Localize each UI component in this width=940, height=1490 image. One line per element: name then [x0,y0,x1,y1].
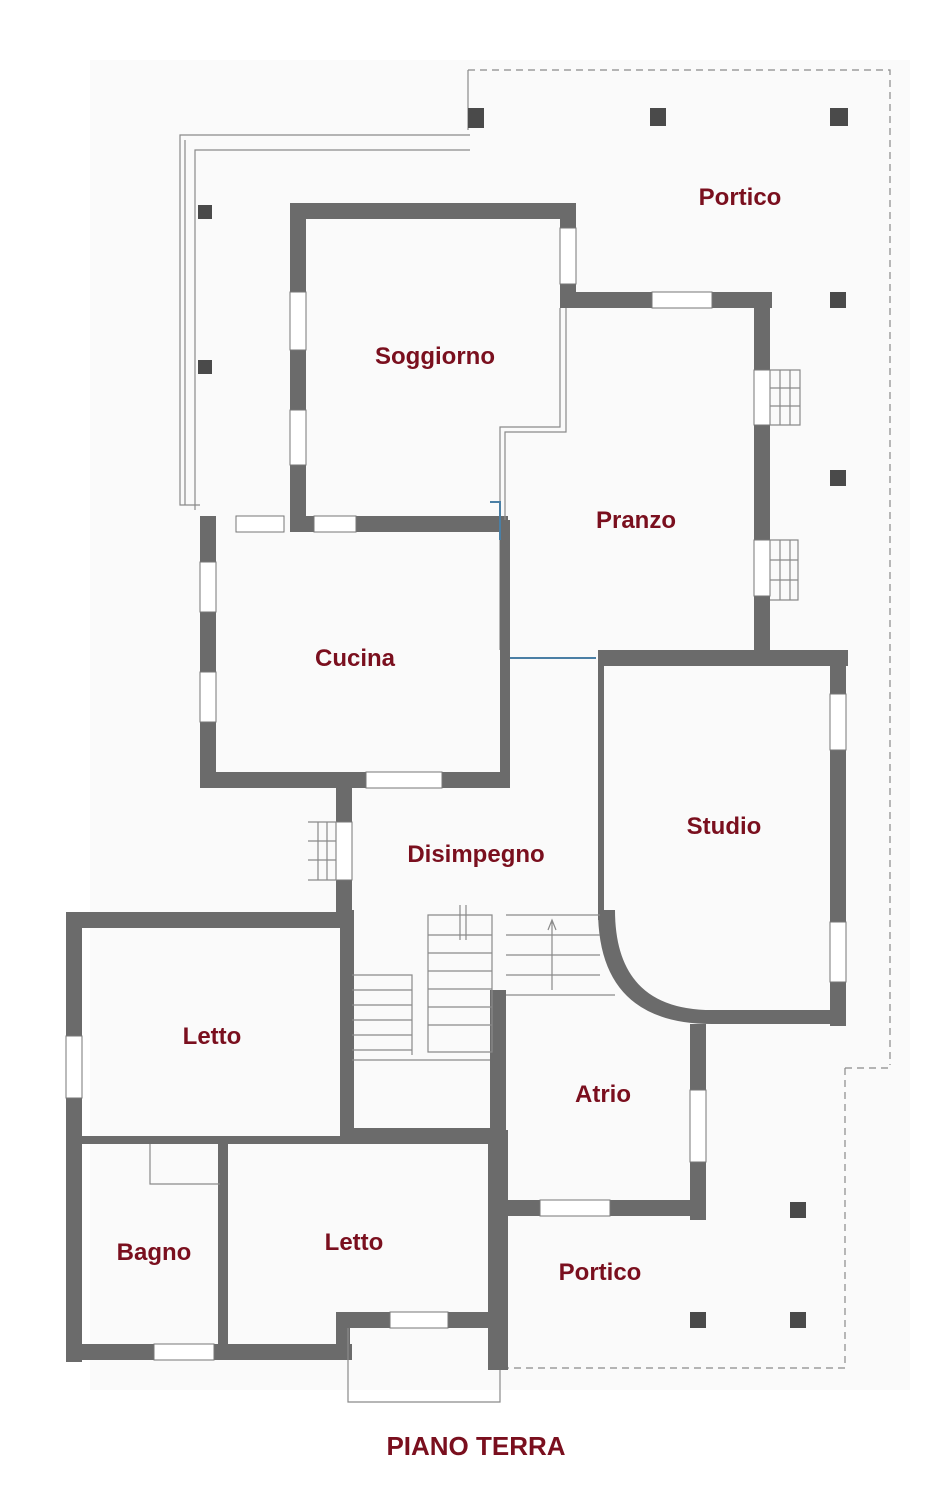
pillar [790,1202,806,1218]
window [829,921,847,983]
window [235,515,285,533]
room-label-letto-2: Letto [325,1229,384,1256]
pillars [198,108,848,1328]
room-label-bagno: Bagno [117,1239,192,1266]
plan-title: PIANO TERRA [386,1431,565,1461]
pillar [468,108,484,128]
pillar [690,1312,706,1328]
window [289,409,307,466]
door-marks [490,501,596,659]
room-label-letto-1: Letto [183,1023,242,1050]
window [289,291,307,351]
room-label-studio: Studio [687,813,762,840]
room-label-atrio: Atrio [575,1081,631,1108]
window [753,539,771,597]
window [199,561,217,613]
window [651,291,713,309]
room-label-pranzo: Pranzo [596,507,676,534]
windows [65,227,847,1361]
pillar [790,1312,806,1328]
window [365,771,443,789]
pillar [198,360,212,374]
window [335,821,353,881]
pillar [830,292,846,308]
window [199,671,217,723]
room-label-cucina: Cucina [315,645,396,672]
window [559,227,577,285]
window [389,1311,449,1329]
pillar [198,205,212,219]
room-label-disimpegno: Disimpegno [407,841,544,868]
window [539,1199,611,1217]
room-label-portico-bottom: Portico [559,1259,642,1286]
portico-outline-bottom [505,1067,890,1369]
window [689,1089,707,1163]
window [829,693,847,751]
room-label-portico-top: Portico [699,184,782,211]
window [313,515,357,533]
veranda-outline-left [179,134,470,510]
staircase [352,905,615,1061]
window [153,1343,215,1361]
pillar [830,108,848,126]
pillar [650,108,666,126]
window [753,369,771,426]
window [65,1035,83,1099]
pillar [830,470,846,486]
room-label-soggiorno: Soggiorno [375,343,495,370]
